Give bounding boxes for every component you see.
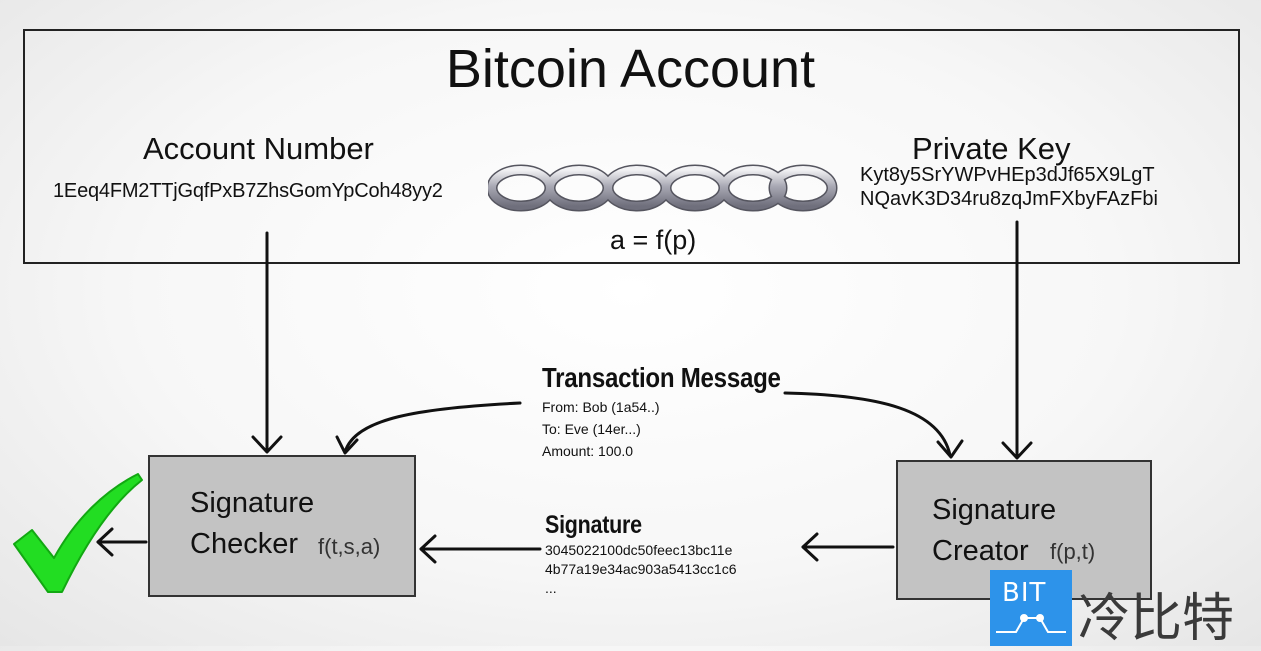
message-to-checker-arrow xyxy=(343,401,522,454)
signature-value-line: 3045022100dc50feec13bc11e xyxy=(545,542,733,558)
transaction-amount: Amount: 100.0 xyxy=(542,443,634,459)
signature-value-line: 4b77a19e34ac903a5413cc1c6 xyxy=(545,561,737,577)
account-relation-formula: a = f(p) xyxy=(610,225,697,255)
watermark-text: 冷比特 xyxy=(1078,589,1235,649)
signature-creator-title: Signature Creator xyxy=(932,494,1057,567)
chain-link-icon xyxy=(488,164,838,212)
bit-logo-icon: BIT xyxy=(990,570,1072,646)
transaction-message-heading: Transaction Message xyxy=(542,362,781,393)
bitcoin-account-box xyxy=(23,29,1240,264)
signature-value-ellipsis: ... xyxy=(545,580,557,596)
account-number-label: Account Number xyxy=(143,131,374,166)
signature-checker-function: f(t,s,a) xyxy=(318,534,381,559)
transaction-from: From: Bob (1a54..) xyxy=(542,399,660,415)
signature-creator-function: f(p,t) xyxy=(1050,539,1096,564)
signature-checker-box: Signature Checker f(t,s,a) xyxy=(148,455,416,597)
private-key-value: Kyt8y5SrYWPvHEp3dJf65X9LgT NQavK3D34ru8z… xyxy=(860,164,1158,210)
account-title: Bitcoin Account xyxy=(445,39,816,99)
transaction-to: To: Eve (14er...) xyxy=(542,421,641,437)
signature-checker-title: Signature Checker xyxy=(190,487,315,560)
account-number-value: 1Eeq4FM2TTjGqfPxB7ZhsGomYpCoh48yy2 xyxy=(53,180,443,202)
circuit-icon xyxy=(996,614,1066,633)
private-key-label: Private Key xyxy=(912,131,1071,166)
watermark-logo: BIT 冷比特 xyxy=(990,570,1261,649)
signature-heading: Signature xyxy=(545,511,642,539)
green-checkmark-icon xyxy=(13,473,143,593)
message-to-creator-arrow xyxy=(783,391,952,457)
watermark-badge-text: BIT xyxy=(1002,578,1047,608)
